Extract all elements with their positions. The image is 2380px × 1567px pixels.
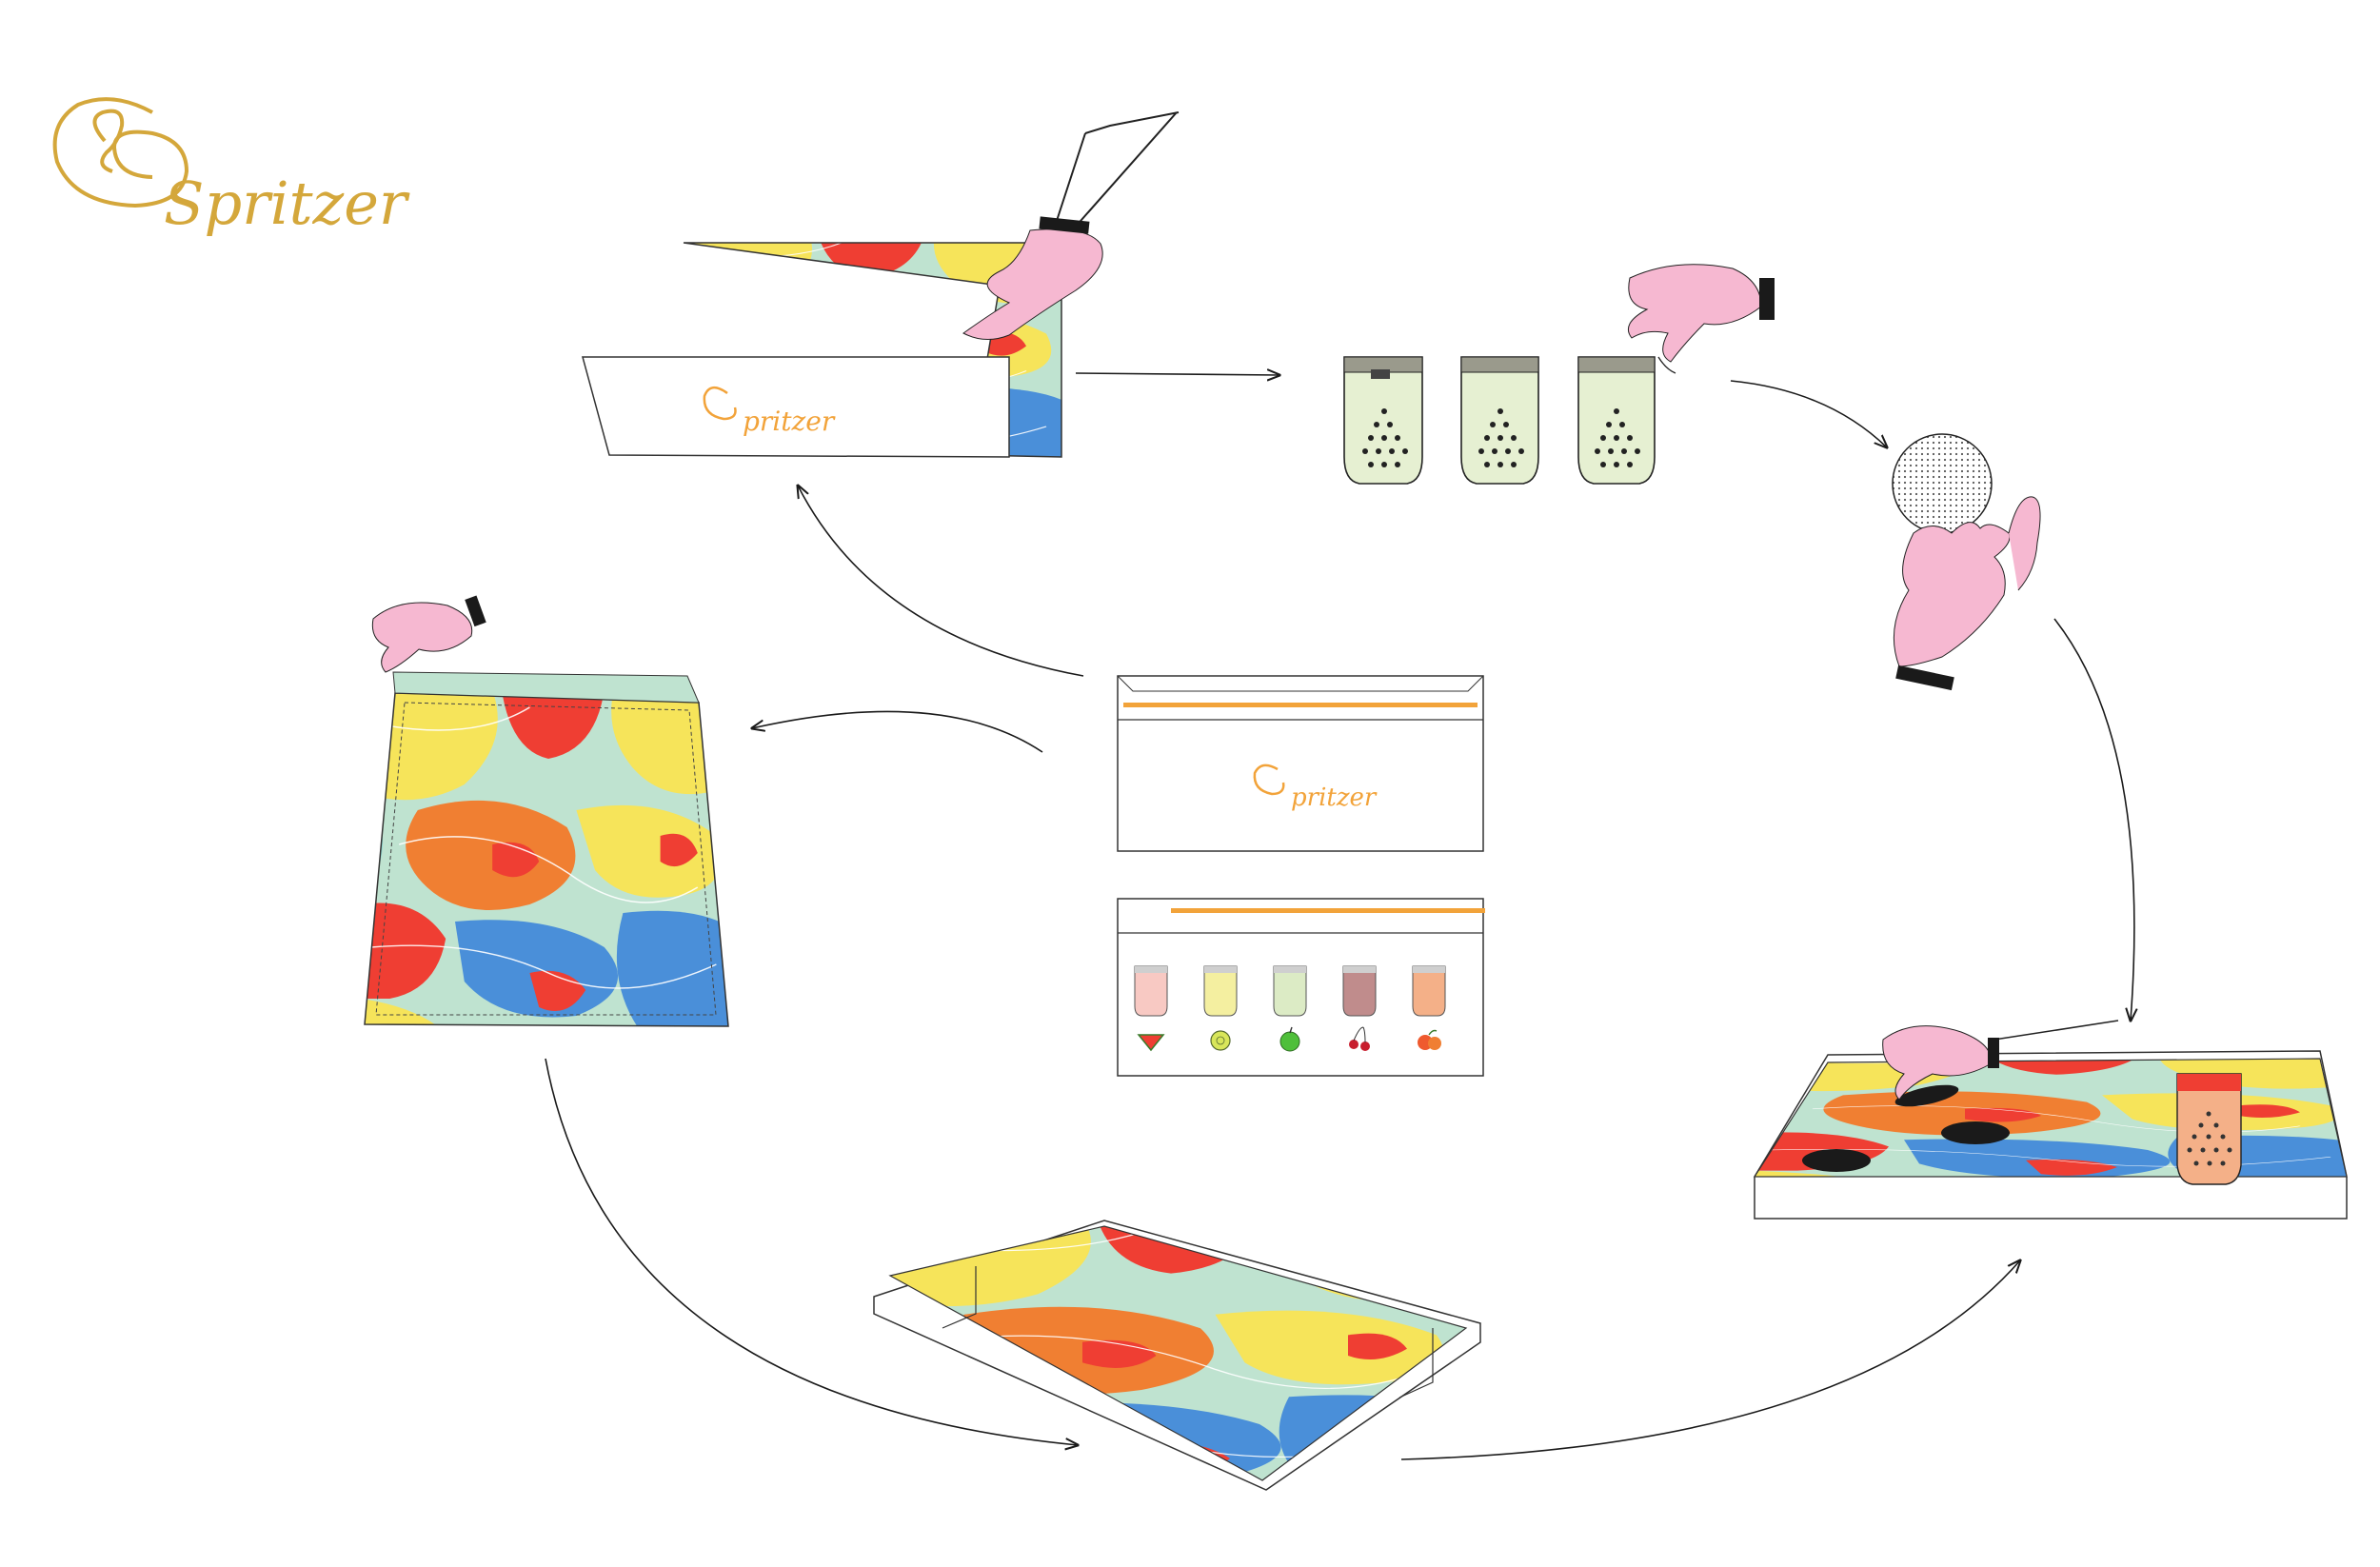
flavor-cup-rim bbox=[1274, 966, 1306, 973]
cherry-icon bbox=[1349, 1026, 1370, 1051]
arrow-box-to-cups bbox=[1075, 373, 1279, 375]
lid-hand-illustration bbox=[1892, 433, 2041, 691]
arrow-flat-to-tray bbox=[1400, 1260, 2020, 1460]
box-wordmark: pritzer bbox=[743, 406, 836, 437]
flavor-cup bbox=[1412, 965, 1446, 1017]
peach-icon bbox=[1418, 1029, 1441, 1050]
flavor-cups-row bbox=[1134, 965, 1446, 1052]
flavor-cup bbox=[1273, 965, 1307, 1017]
spritzer-logo: Spritzer bbox=[52, 97, 410, 238]
flavor-cup bbox=[1203, 965, 1238, 1017]
apple-icon bbox=[1279, 1026, 1300, 1052]
flavor-cup-rim bbox=[1135, 966, 1167, 973]
unfolded-sheet-illustration bbox=[364, 595, 729, 1027]
flavor-cup-rim bbox=[1413, 966, 1445, 973]
arrow-box-to-sheet bbox=[752, 710, 1043, 753]
flavor-cup-rim bbox=[1204, 966, 1237, 973]
closed-box-illustration: pritzer bbox=[1117, 675, 1484, 852]
flat-tray-illustration bbox=[873, 1220, 1481, 1491]
arrow-sheet-to-flat bbox=[545, 1058, 1078, 1445]
serving-tray-illustration bbox=[1753, 1020, 2348, 1220]
three-cups-illustration bbox=[1343, 264, 1775, 485]
arrow-lid-to-tray bbox=[2053, 618, 2134, 1021]
flavor-cup bbox=[1342, 965, 1377, 1017]
closed-box-wordmark: pritzer bbox=[1291, 784, 1378, 812]
open-box-illustration: pritzer bbox=[582, 111, 1180, 458]
flavor-cup bbox=[1134, 965, 1168, 1017]
flavor-cup-rim bbox=[1343, 966, 1376, 973]
logo-wordmark: Spritzer bbox=[164, 169, 410, 238]
arrow-box-to-open bbox=[798, 486, 1084, 677]
arrow-cups-to-lid bbox=[1730, 380, 1887, 447]
lime-icon bbox=[1210, 1030, 1231, 1051]
watermelon-icon bbox=[1137, 1034, 1165, 1052]
